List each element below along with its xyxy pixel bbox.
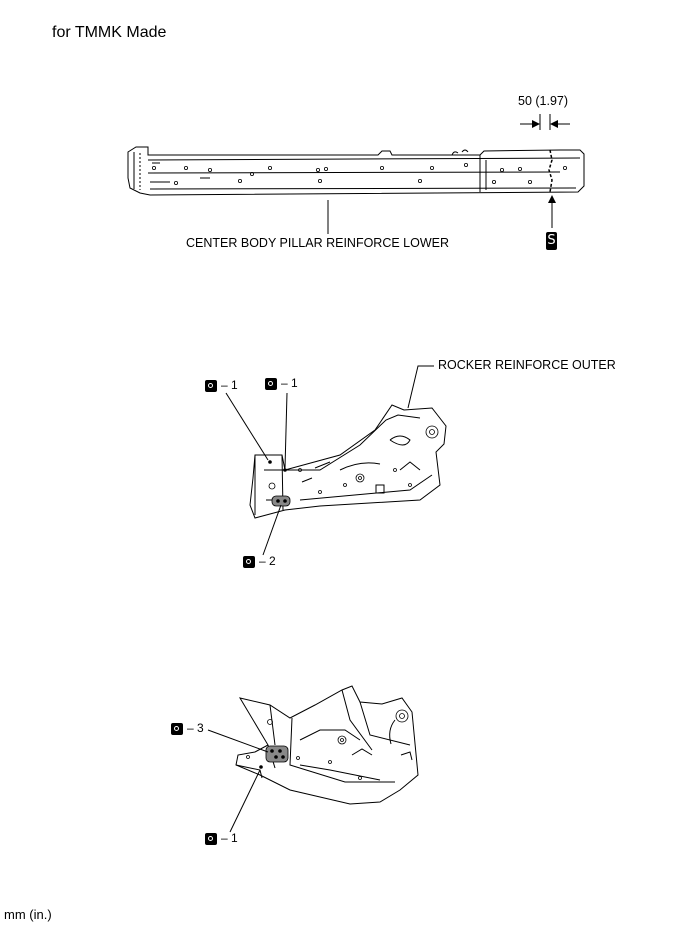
weld-symbol-icon (205, 380, 217, 392)
weld-symbol-icon (205, 833, 217, 845)
rocker-holes (268, 425, 439, 494)
cut-symbol-icon: S (546, 232, 557, 250)
weld-callout-3: – 2 (259, 554, 276, 568)
bottom-assembly-drawing (235, 685, 419, 805)
page-title: for TMMK Made (52, 24, 167, 41)
label-center-body-pillar: CENTER BODY PILLAR REINFORCE LOWER (186, 236, 450, 250)
rocker-leaders (225, 365, 434, 556)
bottom-weld-points (259, 745, 289, 769)
rocker-weld-points (268, 460, 291, 507)
bottom-leaders (207, 729, 269, 833)
weld-callout-2: – 1 (281, 376, 298, 390)
units-note: mm (in.) (4, 907, 52, 922)
label-rocker-reinforce-outer: ROCKER REINFORCE OUTER (438, 358, 616, 372)
bottom-holes (246, 709, 409, 780)
weld-symbol-icon (171, 723, 183, 735)
weld-callout-4: – 3 (187, 721, 204, 735)
weld-symbol-icon (265, 378, 277, 390)
weld-symbol-icon (243, 556, 255, 568)
weld-callout-1: – 1 (221, 378, 238, 392)
weld-callout-5: – 1 (221, 831, 238, 845)
dimension-label: 50 (1.97) (518, 94, 569, 108)
pillar-holes (151, 162, 568, 185)
pillar-reinforce-drawing (127, 146, 585, 196)
dimension-50 (520, 114, 570, 228)
